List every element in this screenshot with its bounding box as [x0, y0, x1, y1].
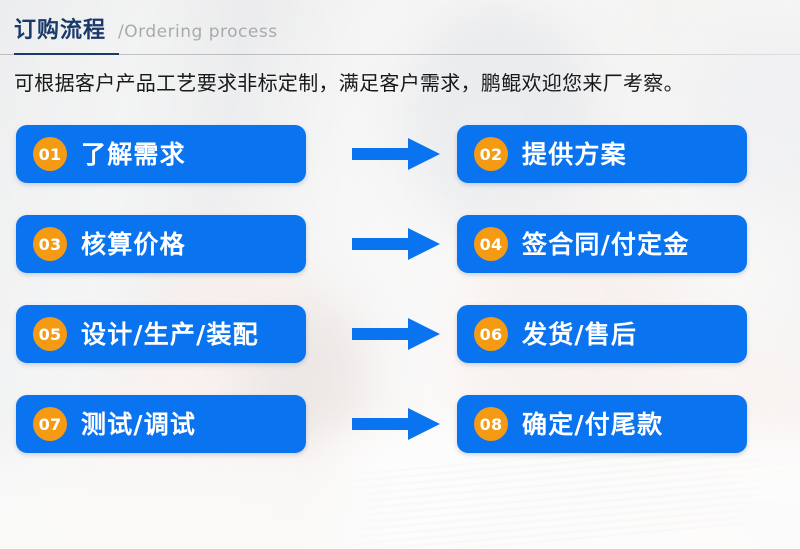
step-number-badge: 02 — [474, 137, 508, 171]
background-blob-document-left — [0, 455, 360, 549]
arrow-right-icon — [352, 228, 440, 260]
title-row: 订购流程 /Ordering process — [14, 20, 278, 42]
process-step-02[interactable]: 02 提供方案 — [457, 125, 747, 183]
process-row: 01 了解需求 02 提供方案 — [0, 125, 800, 183]
arrow-right-icon — [352, 318, 440, 350]
process-step-01[interactable]: 01 了解需求 — [16, 125, 306, 183]
process-step-05[interactable]: 05 设计/生产/装配 — [16, 305, 306, 363]
step-number-badge: 04 — [474, 227, 508, 261]
step-label: 确定/付尾款 — [522, 409, 664, 439]
step-label: 核算价格 — [81, 229, 186, 259]
process-step-06[interactable]: 06 发货/售后 — [457, 305, 747, 363]
process-step-03[interactable]: 03 核算价格 — [16, 215, 306, 273]
page-title: 订购流程 — [14, 18, 107, 43]
step-label: 发货/售后 — [522, 319, 638, 349]
process-row: 03 核算价格 04 签合同/付定金 — [0, 215, 800, 273]
step-label: 设计/生产/装配 — [81, 319, 259, 349]
process-step-08[interactable]: 08 确定/付尾款 — [457, 395, 747, 453]
step-label: 了解需求 — [81, 139, 186, 169]
header-divider — [0, 54, 800, 55]
arrow-right-icon — [352, 408, 440, 440]
process-row: 05 设计/生产/装配 06 发货/售后 — [0, 305, 800, 363]
page-title-english: /Ordering process — [118, 22, 278, 42]
step-label: 签合同/付定金 — [522, 229, 690, 259]
step-number-badge: 06 — [474, 317, 508, 351]
process-step-04[interactable]: 04 签合同/付定金 — [457, 215, 747, 273]
step-label: 提供方案 — [522, 139, 627, 169]
title-accent-underline — [14, 53, 119, 55]
step-number-badge: 01 — [33, 137, 67, 171]
section-subtitle: 可根据客户产品工艺要求非标定制，满足客户需求，鹏鲲欢迎您来厂考察。 — [14, 71, 684, 95]
arrow-right-icon — [352, 138, 440, 170]
process-row: 07 测试/调试 08 确定/付尾款 — [0, 395, 800, 453]
step-number-badge: 03 — [33, 227, 67, 261]
step-number-badge: 08 — [474, 407, 508, 441]
step-number-badge: 05 — [33, 317, 67, 351]
step-label: 测试/调试 — [81, 409, 197, 439]
process-flow: 01 了解需求 02 提供方案 03 核算价格 — [0, 118, 800, 458]
process-step-07[interactable]: 07 测试/调试 — [16, 395, 306, 453]
step-number-badge: 07 — [33, 407, 67, 441]
